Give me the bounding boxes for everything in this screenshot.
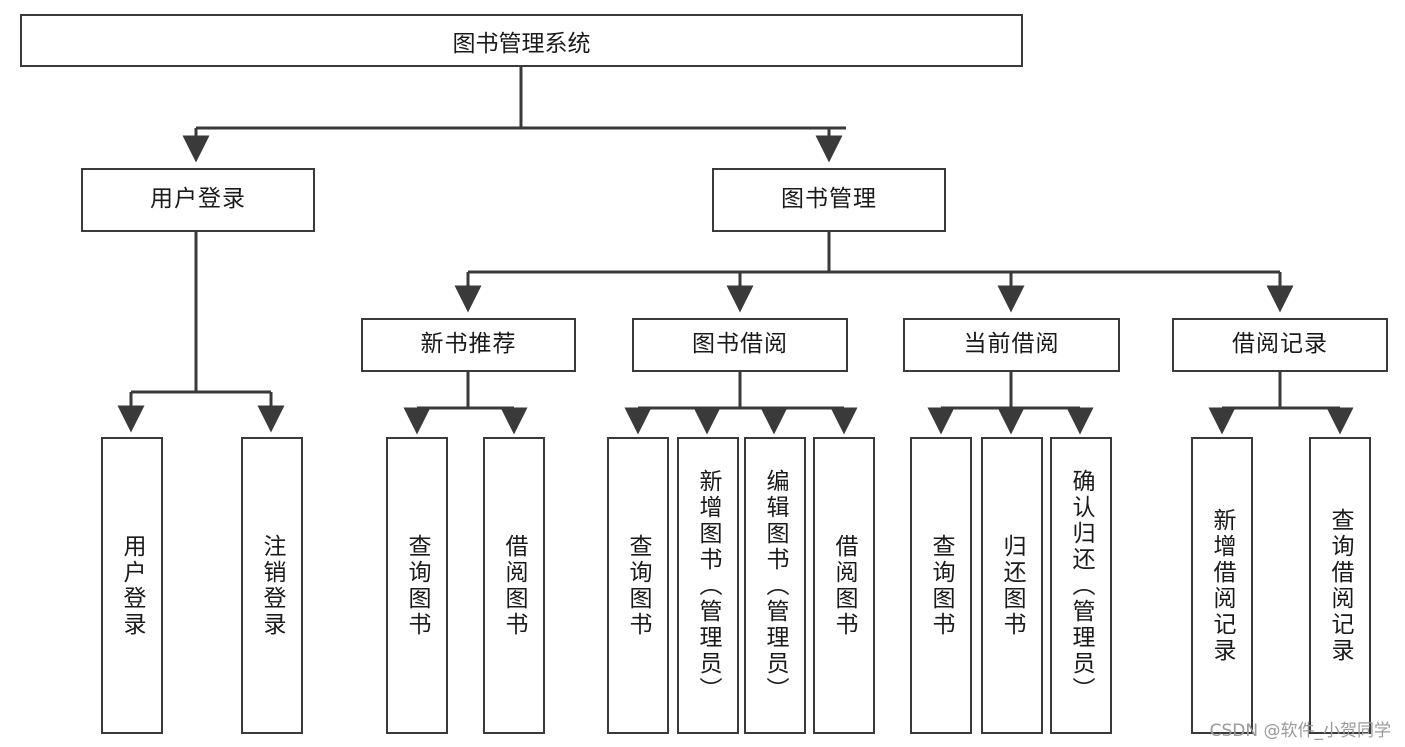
leaf-add-book-admin[interactable]: 新增图书（管理员） xyxy=(677,437,739,734)
leaf-label: 确认归还（管理员） xyxy=(1068,468,1095,703)
node-root-system[interactable]: 图书管理系统 xyxy=(20,14,1023,67)
leaf-user-login[interactable]: 用户登录 xyxy=(101,437,163,734)
leaf-label: 借阅图书 xyxy=(831,533,858,638)
leaf-add-borrow-record[interactable]: 新增借阅记录 xyxy=(1191,437,1253,734)
node-book-borrow[interactable]: 图书借阅 xyxy=(632,318,848,372)
node-label: 图书借阅 xyxy=(692,331,788,358)
node-label: 当前借阅 xyxy=(963,331,1060,358)
leaf-query-book-current[interactable]: 查询图书 xyxy=(910,437,972,734)
node-label: 图书管理系统 xyxy=(452,30,591,57)
leaf-query-borrow-record[interactable]: 查询借阅记录 xyxy=(1309,437,1371,734)
leaf-edit-book-admin[interactable]: 编辑图书（管理员） xyxy=(744,437,806,734)
leaf-label: 用户登录 xyxy=(119,533,146,638)
leaf-label: 新增借阅记录 xyxy=(1209,507,1236,664)
node-new-book-recommend[interactable]: 新书推荐 xyxy=(361,318,576,372)
leaf-label: 借阅图书 xyxy=(501,533,528,638)
leaf-borrow-book[interactable]: 借阅图书 xyxy=(813,437,875,734)
node-label: 新书推荐 xyxy=(420,331,517,358)
leaf-confirm-return-admin[interactable]: 确认归还（管理员） xyxy=(1050,437,1112,734)
leaf-label: 查询借阅记录 xyxy=(1327,507,1354,664)
leaf-query-book-recommend[interactable]: 查询图书 xyxy=(386,437,448,734)
leaf-label: 归还图书 xyxy=(999,533,1026,638)
leaf-return-book[interactable]: 归还图书 xyxy=(981,437,1043,734)
node-label: 借阅记录 xyxy=(1232,331,1328,358)
leaf-label: 查询图书 xyxy=(404,533,431,638)
leaf-label: 注销登录 xyxy=(259,533,286,638)
node-borrow-records[interactable]: 借阅记录 xyxy=(1172,318,1388,372)
watermark-text: CSDN @软件_小贺同学 xyxy=(1209,721,1391,741)
node-user-login[interactable]: 用户登录 xyxy=(81,168,315,232)
leaf-label: 编辑图书（管理员） xyxy=(762,468,789,703)
leaf-logout[interactable]: 注销登录 xyxy=(241,437,303,734)
leaf-query-book[interactable]: 查询图书 xyxy=(607,437,669,734)
node-current-borrow[interactable]: 当前借阅 xyxy=(903,318,1120,372)
node-book-management[interactable]: 图书管理 xyxy=(712,168,946,232)
leaf-label: 查询图书 xyxy=(928,533,955,638)
node-label: 用户登录 xyxy=(150,186,246,213)
node-label: 图书管理 xyxy=(781,186,877,213)
leaf-borrow-book-recommend[interactable]: 借阅图书 xyxy=(483,437,545,734)
leaf-label: 新增图书（管理员） xyxy=(695,468,722,703)
leaf-label: 查询图书 xyxy=(625,533,652,638)
